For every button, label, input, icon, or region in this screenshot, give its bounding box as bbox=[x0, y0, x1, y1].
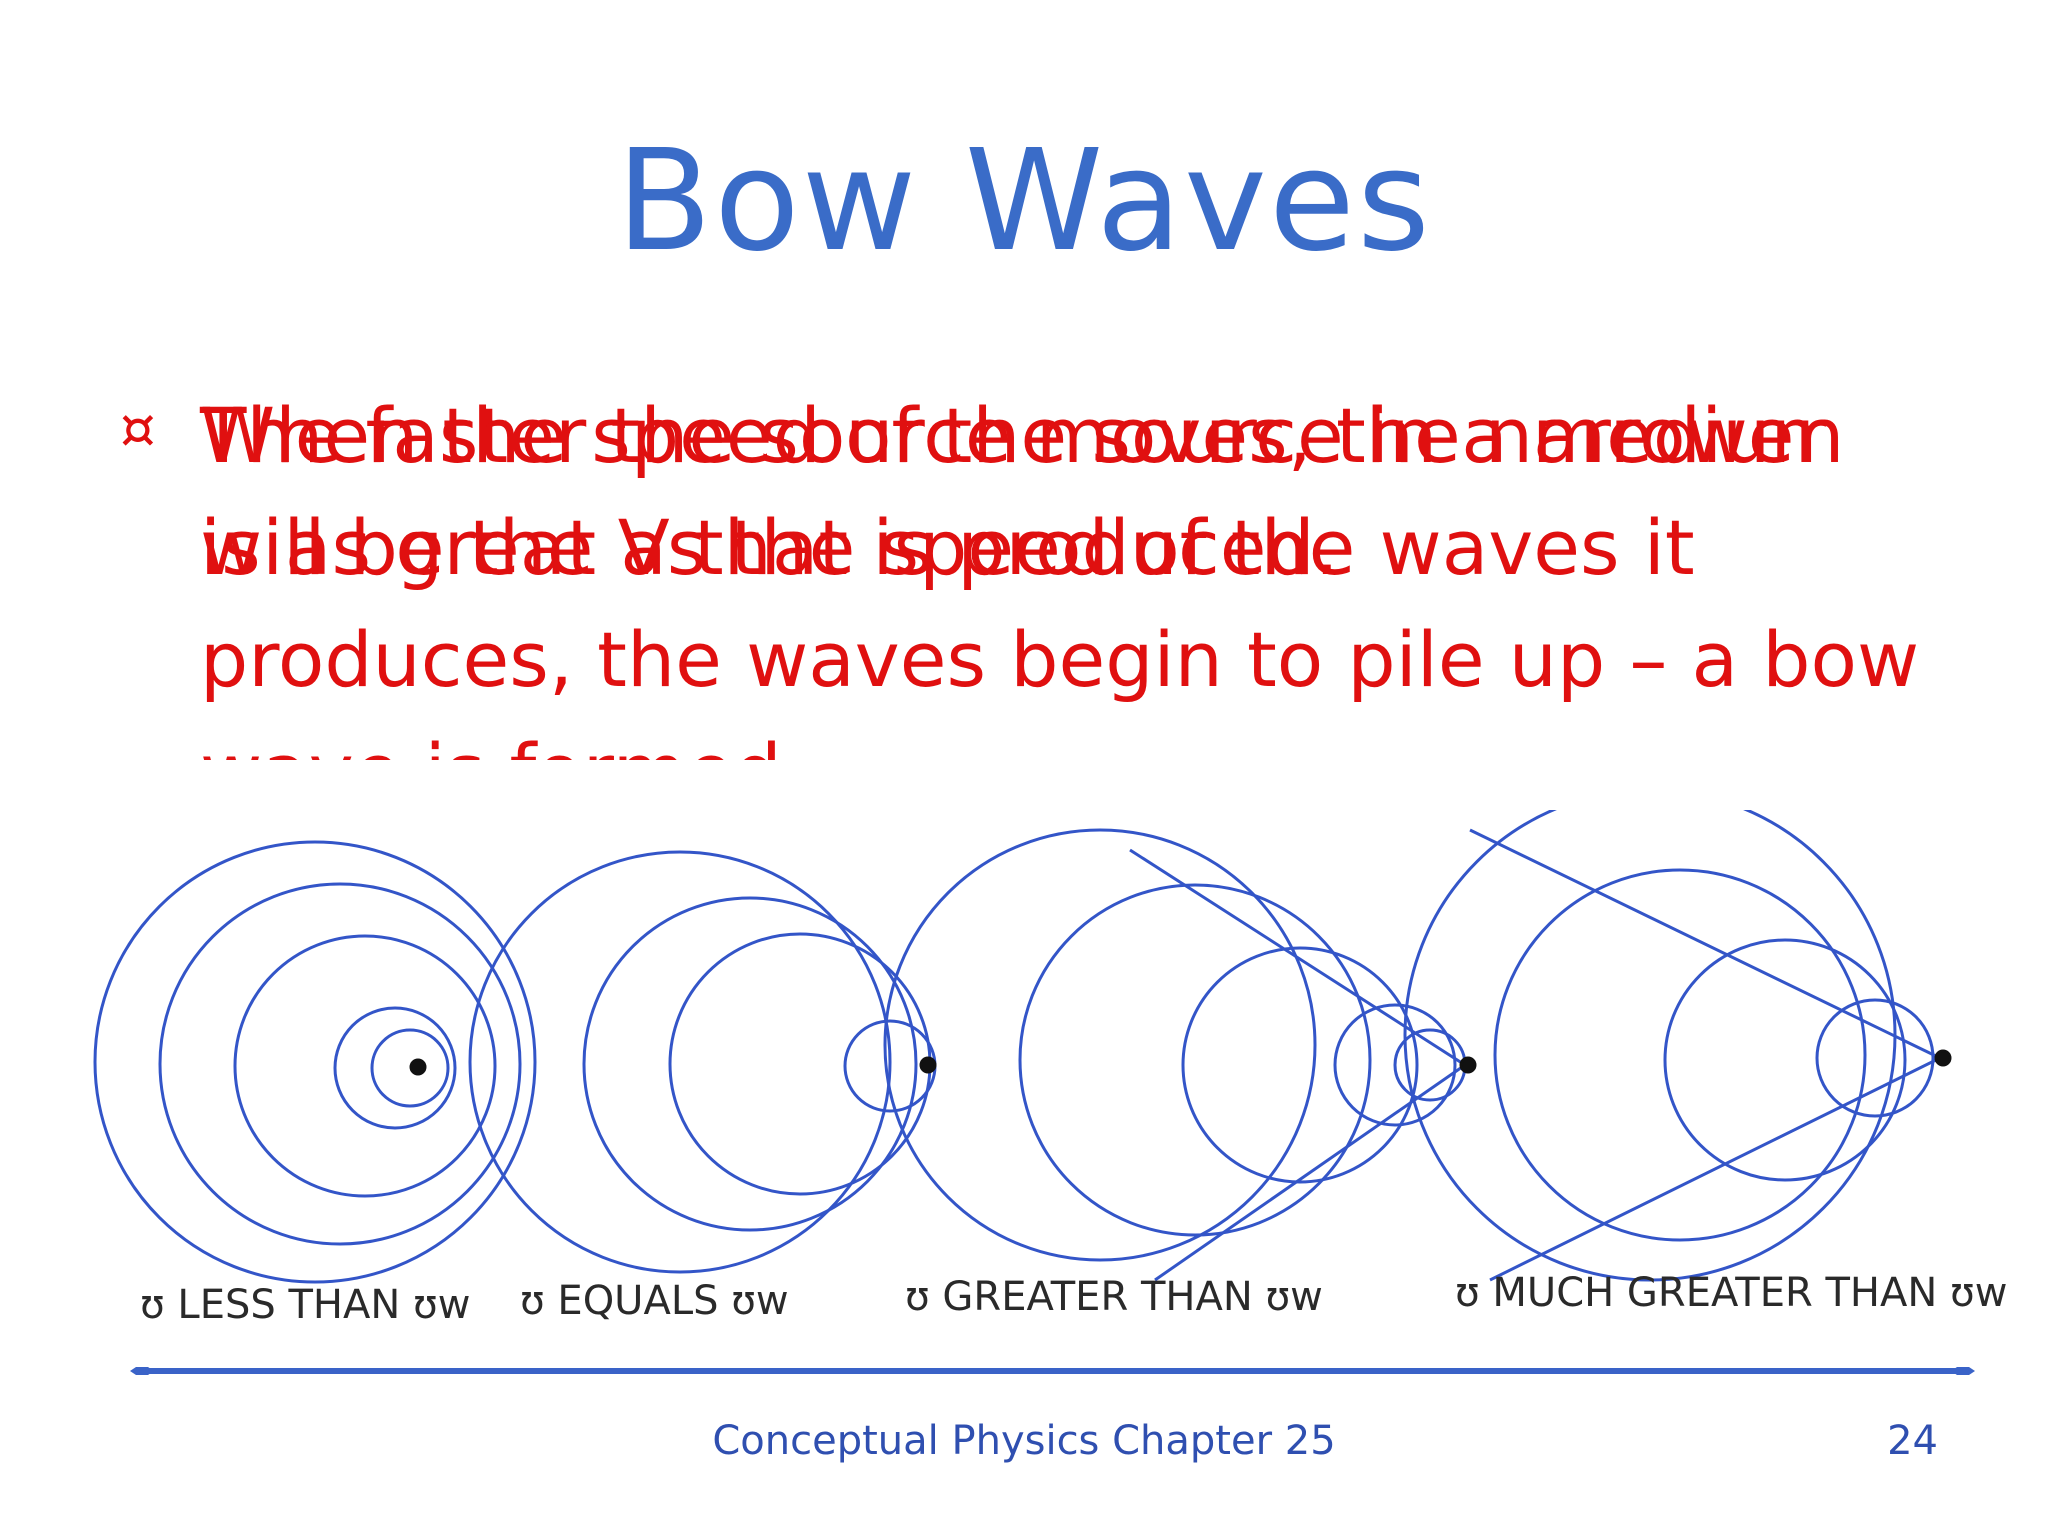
wave-front-very-fast-3 bbox=[1815, 998, 1935, 1118]
source-dot-fast bbox=[1459, 1056, 1477, 1074]
wave-front-very-fast-1 bbox=[1493, 868, 1867, 1242]
source-dot-slow bbox=[409, 1058, 427, 1076]
shock-line-very-fast-bottom bbox=[1489, 1056, 1941, 1282]
caption-much-greater-than: ʊ MUCH GREATER THAN ʊw bbox=[1455, 1270, 2008, 1316]
wave-front-very-fast-2 bbox=[1663, 938, 1907, 1182]
source-dot-very-fast bbox=[1934, 1049, 1952, 1067]
wave-front-equal-1 bbox=[582, 896, 918, 1232]
wave-front-equal-0 bbox=[468, 850, 892, 1274]
caption-greater-than: ʊ GREATER THAN ʊw bbox=[905, 1274, 1323, 1320]
shock-line-fast-top bbox=[1129, 848, 1466, 1067]
wave-front-slow-2 bbox=[233, 934, 497, 1198]
wave-front-slow-1 bbox=[158, 882, 522, 1246]
source-dot-equal bbox=[919, 1056, 937, 1074]
wave-front-fast-2 bbox=[1181, 946, 1419, 1184]
wave-front-slow-4 bbox=[370, 1028, 450, 1108]
wave-front-fast-0 bbox=[883, 828, 1317, 1262]
bullet-point: ¤ The faster the source moves, the narro… bbox=[120, 380, 1920, 760]
wave-front-very-fast-0 bbox=[1403, 810, 1897, 1282]
bow-wave-diagram bbox=[93, 810, 1952, 1284]
caption-equals: ʊ EQUALS ʊw bbox=[520, 1278, 789, 1324]
wave-front-slow-3 bbox=[333, 1006, 457, 1130]
footer-course: Conceptual Physics Chapter 25 bbox=[712, 1418, 1336, 1464]
bullet-marker-icon: ¤ bbox=[120, 397, 156, 462]
wave-front-slow-0 bbox=[93, 840, 537, 1284]
wave-front-fast-3 bbox=[1333, 1003, 1457, 1127]
footer-divider bbox=[130, 1367, 1975, 1375]
footer-page-number: 24 bbox=[1887, 1418, 1938, 1464]
slide-title: Bow Waves bbox=[616, 120, 1432, 283]
bullet-text-overlay-1: The faster the source moves, the narrowe… bbox=[200, 391, 1826, 592]
wave-front-fast-1 bbox=[1018, 883, 1372, 1237]
bullet-text-overlay-2: When the speed of the source in a medium… bbox=[200, 391, 1920, 760]
caption-less-than: ʊ LESS THAN ʊw bbox=[140, 1282, 471, 1328]
shock-line-very-fast-top bbox=[1469, 828, 1941, 1060]
